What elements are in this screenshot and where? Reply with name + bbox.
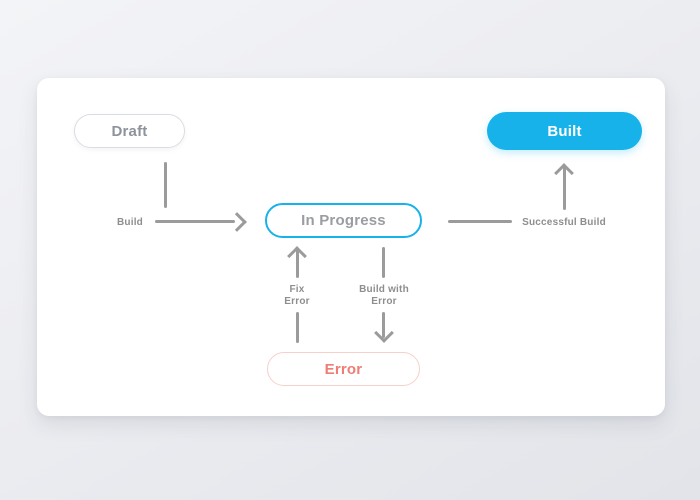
edge-label-successful-build: Successful Build	[522, 217, 606, 228]
connector-build-with-error-upper-line	[382, 247, 385, 278]
connector-inprogress-right-line	[448, 220, 512, 223]
connector-built-up-line	[563, 165, 566, 210]
arrowhead-right-icon	[227, 212, 247, 232]
edge-label-build-with-error-line2: Error	[371, 296, 397, 307]
state-node-built: Built	[487, 112, 642, 150]
state-node-in-progress: In Progress	[265, 203, 422, 238]
edge-label-fix-error-line1: Fix	[289, 284, 305, 295]
state-diagram-card: Draft Built In Progress Error Build Succ…	[37, 78, 665, 416]
connector-draft-down-line	[164, 162, 167, 208]
arrowhead-up-icon	[554, 163, 574, 183]
edge-label-build-with-error-line1: Build with	[359, 284, 409, 295]
connector-build-line	[155, 220, 235, 223]
connector-fix-error-upper-line	[296, 249, 299, 278]
edge-label-build: Build	[117, 217, 143, 228]
arrowhead-down-icon	[374, 323, 394, 343]
connector-build-with-error-lower-line	[382, 312, 385, 338]
connector-fix-error-lower-line	[296, 312, 299, 343]
edge-label-fix-error-line2: Error	[284, 296, 310, 307]
state-node-draft: Draft	[74, 114, 185, 148]
state-node-error: Error	[267, 352, 420, 386]
